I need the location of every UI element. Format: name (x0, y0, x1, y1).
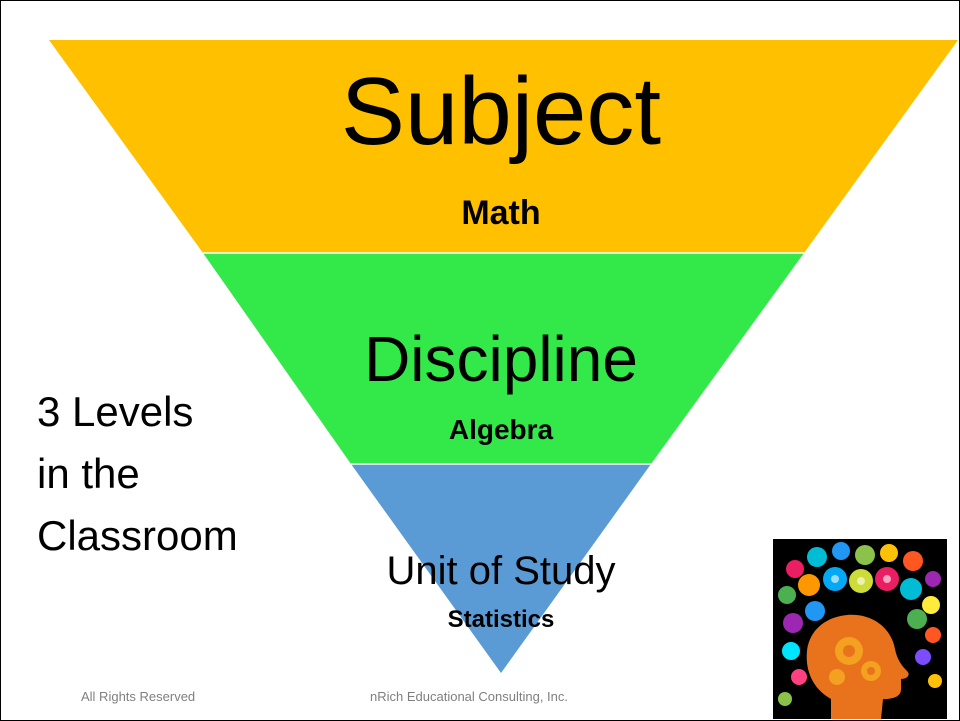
brain-head-icon (773, 539, 947, 719)
side-label-line: 3 Levels (37, 388, 194, 435)
footer-rights: All Rights Reserved (81, 689, 196, 704)
level-title-discipline: Discipline (364, 323, 638, 395)
side-label: 3 Levels in the Classroom (37, 381, 238, 567)
funnel-tier-unit (351, 464, 651, 673)
funnel-tier-subject (49, 40, 958, 253)
level-title-unit-of-study: Unit of Study (386, 549, 616, 593)
level-example-statistics: Statistics (447, 606, 555, 633)
level-example-math: Math (461, 194, 541, 232)
level-title-subject: Subject (340, 58, 662, 165)
side-label-line: in the (37, 450, 140, 497)
footer-company: nRich Educational Consulting, Inc. (370, 689, 569, 704)
funnel-tier-discipline (203, 253, 804, 464)
level-example-algebra: Algebra (448, 414, 554, 445)
side-label-line: Classroom (37, 512, 238, 559)
